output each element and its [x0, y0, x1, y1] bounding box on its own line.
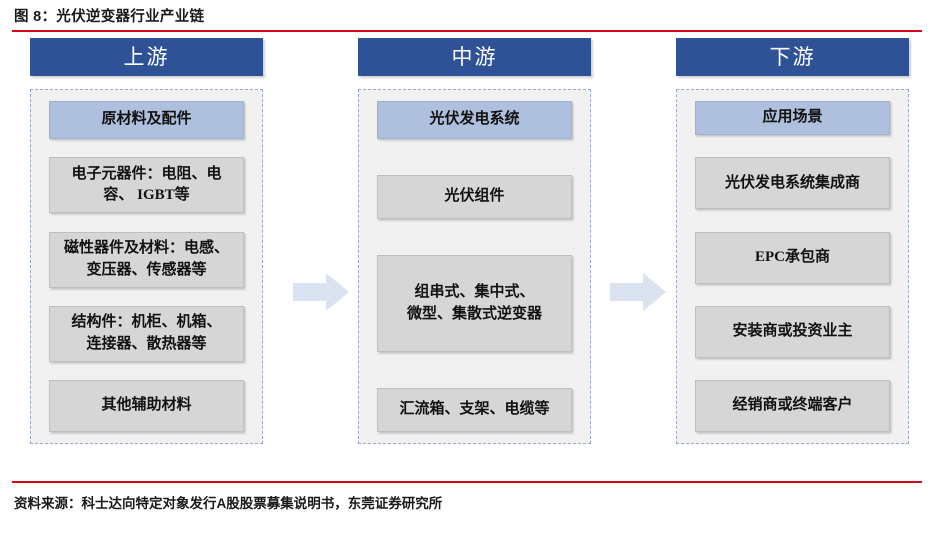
chain-node-downstream-4: 经销商或终端客户	[695, 380, 890, 432]
chain-node-header-downstream: 应用场景	[695, 101, 890, 135]
chain-node-upstream-2: 磁性器件及材料：电感、 变压器、传感器等	[49, 231, 244, 288]
chain-node-upstream-1: 电子元器件：电阻、电 容、 IGBT等	[49, 157, 244, 214]
figure-title: 图 8：光伏逆变器行业产业链	[14, 9, 205, 25]
chain-column-upstream: 上游原材料及配件电子元器件：电阻、电 容、 IGBT等磁性器件及材料：电感、 变…	[30, 38, 263, 444]
column-header-midstream: 中游	[358, 38, 591, 76]
column-panel-midstream: 光伏发电系统光伏组件组串式、集中式、 微型、集散式逆变器汇流箱、支架、电缆等	[358, 89, 591, 444]
chain-node-downstream-1: 光伏发电系统集成商	[695, 157, 890, 210]
value-chain-diagram: 上游原材料及配件电子元器件：电阻、电 容、 IGBT等磁性器件及材料：电感、 变…	[0, 38, 934, 478]
chain-node-midstream-1: 光伏组件	[377, 175, 572, 219]
column-header-upstream: 上游	[30, 38, 263, 76]
source-divider-rule	[12, 481, 922, 483]
chain-node-downstream-2: EPC承包商	[695, 231, 890, 284]
arrow-midstream-to-downstream	[610, 272, 666, 312]
chain-node-upstream-4: 其他辅助材料	[49, 380, 244, 432]
column-panel-downstream: 应用场景光伏发电系统集成商 EPC承包商安装商或投资业主经销商或终端客户	[676, 89, 909, 444]
column-panel-upstream: 原材料及配件电子元器件：电阻、电 容、 IGBT等磁性器件及材料：电感、 变压器…	[30, 89, 263, 444]
chain-node-header-upstream: 原材料及配件	[49, 101, 244, 139]
chain-node-upstream-3: 结构件：机柜、机箱、 连接器、散热器等	[49, 305, 244, 362]
source-note: 资料来源：科士达向特定对象发行A股股票募集说明书，东莞证券研究所	[14, 496, 443, 511]
column-header-downstream: 下游	[676, 38, 909, 76]
chain-node-midstream-2: 组串式、集中式、 微型、集散式逆变器	[377, 255, 572, 352]
chain-column-downstream: 下游应用场景光伏发电系统集成商 EPC承包商安装商或投资业主经销商或终端客户	[676, 38, 909, 444]
title-divider-rule	[12, 30, 922, 32]
chain-node-header-midstream: 光伏发电系统	[377, 101, 572, 139]
chain-node-downstream-3: 安装商或投资业主	[695, 305, 890, 358]
arrow-upstream-to-midstream	[293, 272, 349, 312]
chain-column-midstream: 中游光伏发电系统光伏组件组串式、集中式、 微型、集散式逆变器汇流箱、支架、电缆等	[358, 38, 591, 444]
chain-node-midstream-3: 汇流箱、支架、电缆等	[377, 388, 572, 432]
